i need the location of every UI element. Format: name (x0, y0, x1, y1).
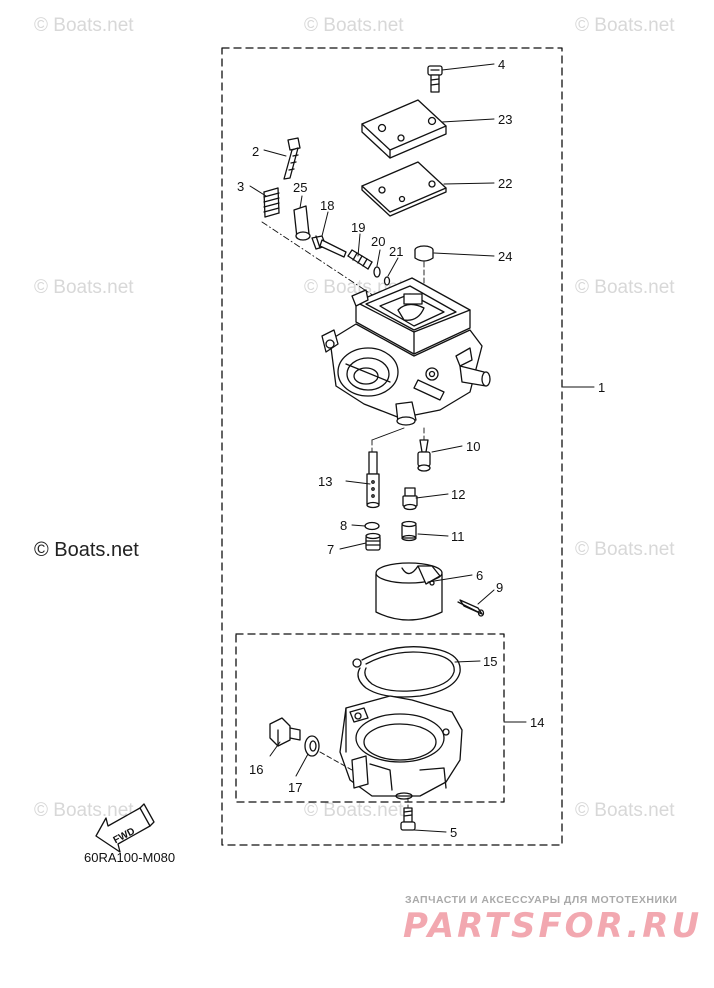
part-16-drain-screw (269, 717, 301, 747)
part-23-cover-plate (361, 99, 447, 159)
callout-17: 17 (288, 780, 302, 795)
promo-brand-logo[interactable]: PARTSFOR.RU (403, 906, 703, 946)
callout-11: 11 (451, 529, 465, 544)
part-9-float-pin (457, 599, 485, 617)
callout-4: 4 (498, 57, 505, 72)
watermark: © Boats.net (575, 539, 675, 560)
callout-15: 15 (483, 654, 497, 669)
watermark: © Boats.net (304, 800, 404, 821)
part-21-o-ring (383, 276, 391, 286)
part-11-jet (401, 520, 417, 542)
callout-5: 5 (450, 825, 457, 840)
watermark-strong: © Boats.net (34, 539, 139, 561)
callout-9: 9 (496, 580, 503, 595)
watermark: © Boats.net (304, 15, 404, 36)
part-3-spring (263, 187, 280, 218)
assembly-outline (221, 47, 563, 846)
part-25-cap (293, 205, 311, 241)
part-15-gasket (352, 646, 461, 698)
watermark: © Boats.net (575, 277, 675, 298)
part-10-needle-valve (417, 439, 431, 472)
fwd-arrow-icon (95, 803, 155, 853)
part-8-o-ring (364, 521, 380, 531)
callout-12: 12 (451, 487, 465, 502)
part-18-needle (311, 235, 347, 258)
part-7-main-jet (365, 532, 381, 551)
part-4-screw (427, 65, 443, 93)
promo-tagline: ЗАПЧАСТИ И АКСЕССУАРЫ ДЛЯ МОТОТЕХНИКИ (405, 894, 678, 906)
callout-7: 7 (327, 542, 334, 557)
callout-22: 22 (498, 176, 512, 191)
callout-8: 8 (340, 518, 347, 533)
part-1-carburetor-body (321, 277, 491, 426)
part-17-washer (304, 735, 353, 771)
part-24-plug (414, 245, 434, 301)
part-14-float-chamber (339, 695, 463, 800)
callout-18: 18 (320, 198, 334, 213)
part-6-float (375, 562, 443, 621)
callout-16: 16 (249, 762, 263, 777)
callout-23: 23 (498, 112, 512, 127)
callout-2: 2 (252, 144, 259, 159)
callout-3: 3 (237, 179, 244, 194)
part-2-pilot-screw (283, 137, 301, 180)
diagram-code: 60RA100-M080 (84, 850, 176, 865)
callout-14: 14 (530, 715, 544, 730)
part-12-pilot-jet (402, 487, 418, 511)
watermark: © Boats.net (34, 800, 134, 821)
part-5-screw (400, 797, 416, 831)
part-22-gasket (361, 161, 447, 217)
callout-21: 21 (389, 244, 403, 259)
callout-6: 6 (476, 568, 483, 583)
watermark: © Boats.net (34, 277, 134, 298)
callout-25: 25 (293, 180, 307, 195)
callout-10: 10 (466, 439, 480, 454)
callout-13: 13 (318, 474, 332, 489)
subassembly-outline (235, 633, 505, 803)
callout-24: 24 (498, 249, 512, 264)
watermark: © Boats.net (575, 15, 675, 36)
watermark: © Boats.net (575, 800, 675, 821)
watermark: © Boats.net (34, 15, 134, 36)
part-19-spring (347, 249, 373, 270)
callout-20: 20 (371, 234, 385, 249)
part-13-main-nozzle (366, 451, 380, 509)
callout-1: 1 (598, 380, 605, 395)
callout-19: 19 (351, 220, 365, 235)
part-20-washer (373, 266, 381, 278)
